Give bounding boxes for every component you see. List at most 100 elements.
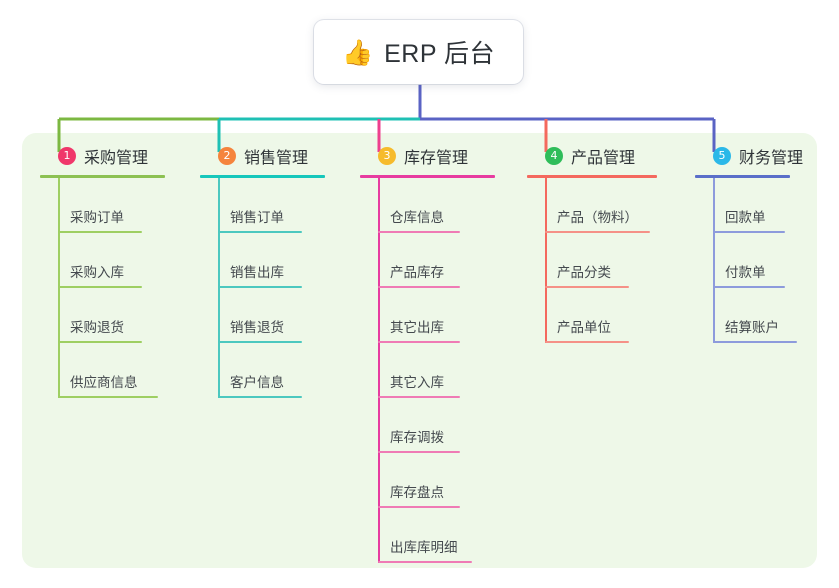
leaf-rule bbox=[58, 231, 142, 233]
branch-title: 库存管理 bbox=[404, 150, 469, 167]
leaf-label: 其它出库 bbox=[390, 320, 444, 335]
branch-items: 采购订单采购入库采购退货供应商信息 bbox=[40, 178, 195, 398]
branch-column-5: 5 财务管理回款单付款单结算账户 bbox=[695, 143, 820, 343]
leaf-rule bbox=[58, 396, 158, 398]
leaf-node[interactable]: 采购入库 bbox=[40, 233, 195, 288]
branch-spine bbox=[58, 178, 60, 398]
leaf-label: 付款单 bbox=[725, 265, 766, 280]
leaf-node[interactable]: 仓库信息 bbox=[360, 178, 525, 233]
branch-badge-5: 5 bbox=[713, 147, 731, 165]
leaf-rule bbox=[713, 231, 785, 233]
leaf-label: 销售出库 bbox=[230, 265, 284, 280]
branch-header-rule bbox=[695, 175, 790, 178]
leaf-label: 采购退货 bbox=[70, 320, 124, 335]
branch-column-4: 4 产品管理产品（物料） 产品分类产品单位 bbox=[527, 143, 687, 343]
leaf-node[interactable]: 采购订单 bbox=[40, 178, 195, 233]
leaf-label: 产品库存 bbox=[390, 265, 444, 280]
leaf-rule bbox=[218, 286, 302, 288]
leaf-label: 采购入库 bbox=[70, 265, 124, 280]
leaf-label: 产品（物料） bbox=[557, 210, 638, 225]
leaf-node[interactable]: 其它出库 bbox=[360, 288, 525, 343]
branch-badge-4: 4 bbox=[545, 147, 563, 165]
branch-title: 销售管理 bbox=[244, 150, 309, 167]
branch-column-1: 1 采购管理采购订单采购入库采购退货供应商信息 bbox=[40, 143, 195, 398]
leaf-node[interactable]: 客户信息 bbox=[200, 343, 355, 398]
leaf-label: 销售订单 bbox=[230, 210, 284, 225]
leaf-label: 仓库信息 bbox=[390, 210, 444, 225]
branch-spine bbox=[713, 178, 715, 343]
thumbs-up-icon: 👍 bbox=[341, 37, 374, 67]
branch-title: 财务管理 bbox=[739, 150, 804, 167]
leaf-node[interactable]: 销售退货 bbox=[200, 288, 355, 343]
leaf-rule bbox=[58, 341, 142, 343]
leaf-rule bbox=[378, 396, 460, 398]
leaf-rule bbox=[545, 286, 629, 288]
branch-spine bbox=[545, 178, 547, 343]
leaf-label: 产品单位 bbox=[557, 320, 611, 335]
leaf-node[interactable]: 销售订单 bbox=[200, 178, 355, 233]
leaf-node[interactable]: 产品库存 bbox=[360, 233, 525, 288]
branch-badge-1: 1 bbox=[58, 147, 76, 165]
leaf-label: 回款单 bbox=[725, 210, 766, 225]
leaf-label: 客户信息 bbox=[230, 375, 284, 390]
leaf-rule bbox=[378, 451, 460, 453]
leaf-node[interactable]: 销售出库 bbox=[200, 233, 355, 288]
leaf-rule bbox=[218, 396, 302, 398]
leaf-node[interactable]: 产品分类 bbox=[527, 233, 687, 288]
leaf-label: 库存调拨 bbox=[390, 430, 444, 445]
leaf-rule bbox=[713, 286, 785, 288]
branch-header-rule bbox=[527, 175, 657, 178]
branch-header-rule bbox=[40, 175, 165, 178]
branch-header-rule bbox=[200, 175, 325, 178]
branch-header-4[interactable]: 4 产品管理 bbox=[527, 143, 687, 169]
leaf-rule bbox=[58, 286, 142, 288]
root-node[interactable]: 👍 ERP 后台 bbox=[314, 20, 523, 84]
branch-title: 采购管理 bbox=[84, 150, 149, 167]
leaf-node[interactable]: 库存调拨 bbox=[360, 398, 525, 453]
branches-panel bbox=[22, 133, 817, 568]
branch-items: 销售订单销售出库销售退货客户信息 bbox=[200, 178, 355, 398]
branch-header-1[interactable]: 1 采购管理 bbox=[40, 143, 195, 169]
branch-items: 产品（物料） 产品分类产品单位 bbox=[527, 178, 687, 343]
leaf-rule bbox=[378, 286, 460, 288]
branch-spine bbox=[378, 178, 380, 563]
leaf-label: 产品分类 bbox=[557, 265, 611, 280]
leaf-rule bbox=[713, 341, 797, 343]
leaf-node[interactable]: 其它入库 bbox=[360, 343, 525, 398]
leaf-node[interactable]: 出库库明细 bbox=[360, 508, 525, 563]
root-title: ERP 后台 bbox=[384, 40, 496, 68]
leaf-node[interactable]: 产品（物料） bbox=[527, 178, 687, 233]
leaf-label: 销售退货 bbox=[230, 320, 284, 335]
leaf-label: 其它入库 bbox=[390, 375, 444, 390]
leaf-rule bbox=[218, 341, 302, 343]
leaf-node[interactable]: 产品单位 bbox=[527, 288, 687, 343]
leaf-node[interactable]: 库存盘点 bbox=[360, 453, 525, 508]
leaf-label: 库存盘点 bbox=[390, 485, 444, 500]
leaf-rule bbox=[218, 231, 302, 233]
leaf-node[interactable]: 回款单 bbox=[695, 178, 820, 233]
leaf-label: 出库库明细 bbox=[390, 540, 458, 555]
leaf-rule bbox=[378, 341, 460, 343]
leaf-rule bbox=[378, 506, 460, 508]
leaf-node[interactable]: 供应商信息 bbox=[40, 343, 195, 398]
branch-header-5[interactable]: 5 财务管理 bbox=[695, 143, 820, 169]
branch-title: 产品管理 bbox=[571, 150, 636, 167]
leaf-node[interactable]: 结算账户 bbox=[695, 288, 820, 343]
branch-header-rule bbox=[360, 175, 495, 178]
leaf-node[interactable]: 采购退货 bbox=[40, 288, 195, 343]
branch-items: 回款单付款单结算账户 bbox=[695, 178, 820, 343]
branch-items: 仓库信息产品库存其它出库其它入库库存调拨库存盘点出库库明细 bbox=[360, 178, 525, 563]
leaf-rule bbox=[545, 341, 629, 343]
leaf-label: 供应商信息 bbox=[70, 375, 138, 390]
leaf-node[interactable]: 付款单 bbox=[695, 233, 820, 288]
leaf-label: 采购订单 bbox=[70, 210, 124, 225]
leaf-rule bbox=[378, 561, 472, 563]
leaf-label: 结算账户 bbox=[725, 320, 779, 335]
leaf-rule bbox=[378, 231, 460, 233]
leaf-rule bbox=[545, 231, 650, 233]
